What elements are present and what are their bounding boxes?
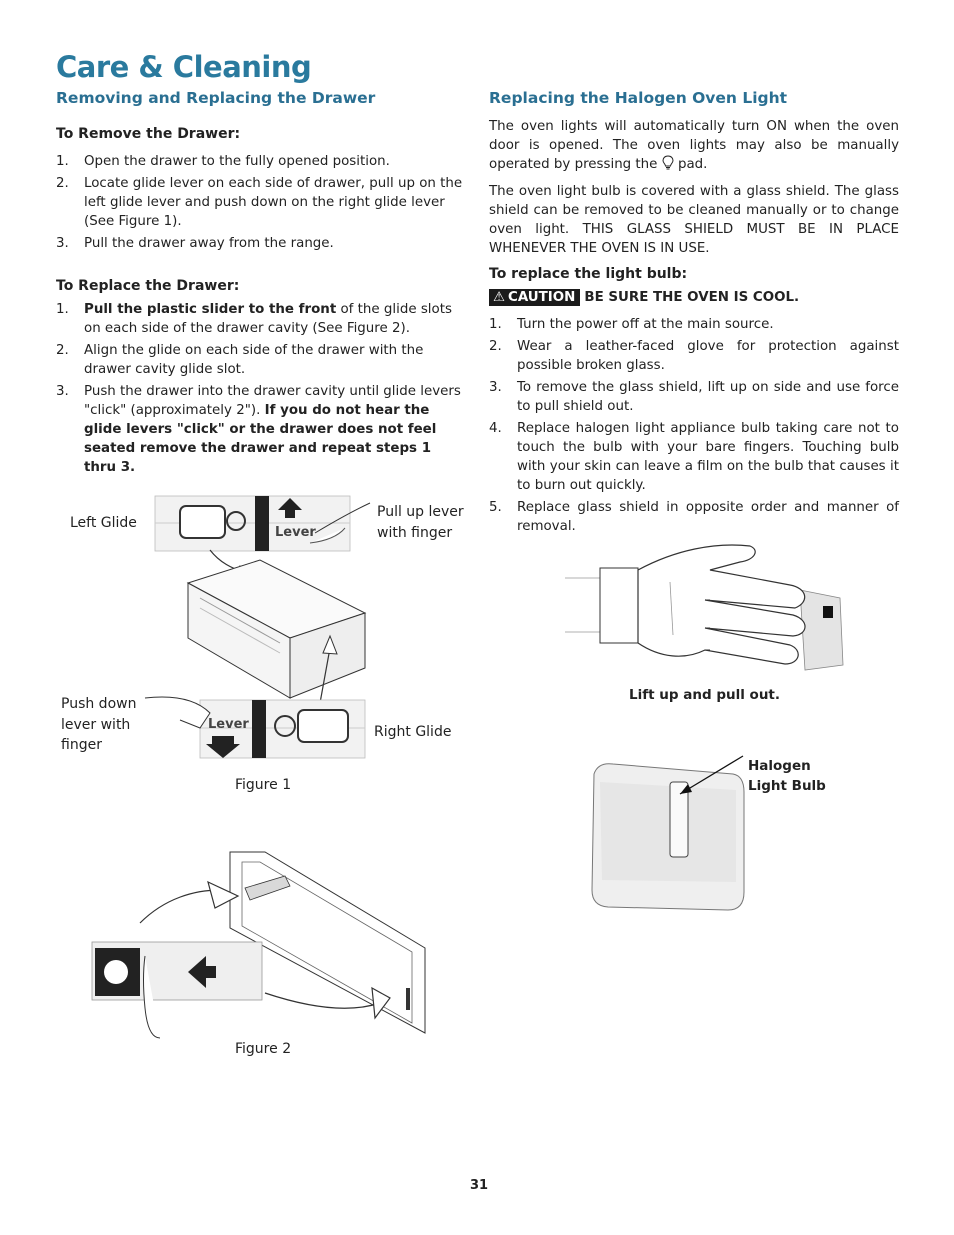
lightbulb-icon [662, 155, 674, 176]
subheading-replace-bulb: To replace the light bulb: [489, 266, 688, 282]
list-item: 3.Pull the drawer away from the range. [56, 236, 334, 251]
glass-shield [799, 589, 844, 671]
right-glide-rail: Lever [144, 696, 366, 759]
halogen-bulb-label: Halogen Light Bulb [748, 758, 826, 794]
section-title-halogen: Replacing the Halogen Oven Light [489, 89, 788, 107]
halogen-intro-paragraph: The oven lights will automatically turn … [489, 117, 899, 176]
bulb-housing [591, 763, 745, 911]
glove-icon [599, 544, 806, 665]
halogen-bulb [669, 781, 689, 858]
oven-cavity [229, 851, 426, 1034]
list-item: 1.Open the drawer to the fully opened po… [56, 154, 390, 169]
list-item: 1.Pull the plastic slider to the front o… [56, 302, 452, 336]
caution-badge: ⚠CAUTION [489, 289, 581, 306]
page-number: 31 [470, 1178, 489, 1193]
lever-label-top: Lever [275, 525, 316, 540]
glide-slot-rail [91, 941, 263, 1001]
pull-up-callout: Pull up lever with finger [377, 504, 464, 541]
halogen-bulb-illustration [591, 755, 745, 911]
list-item: 3.To remove the glass shield, lift up on… [489, 380, 899, 414]
glove-lifting-shield-illustration [565, 544, 844, 671]
figure-1-caption: Figure 1 [235, 777, 292, 793]
section-title-drawer: Removing and Replacing the Drawer [56, 89, 376, 107]
left-glide-rail: Lever [154, 495, 371, 552]
list-item: 4.Replace halogen light appliance bulb t… [489, 421, 899, 493]
glove-caption: Lift up and pull out. [629, 687, 781, 703]
push-down-callout: Push down lever with finger [61, 696, 137, 753]
drawer [186, 559, 367, 699]
replace-drawer-steps: 1.Pull the plastic slider to the front o… [56, 300, 466, 480]
list-item: 3.Push the drawer into the drawer cavity… [56, 384, 461, 475]
list-item: 2.Align the glide on each side of the dr… [56, 343, 424, 377]
replace-bulb-steps: 1.Turn the power off at the main source.… [489, 315, 899, 539]
list-item: 1.Turn the power off at the main source. [489, 317, 774, 332]
remove-drawer-steps: 1.Open the drawer to the fully opened po… [56, 152, 466, 256]
left-glide-label: Left Glide [70, 515, 137, 531]
lever-label-bottom: Lever [208, 717, 249, 732]
right-glide-label: Right Glide [374, 724, 452, 740]
figure-2-glide-slot-illustration [91, 851, 426, 1039]
warning-triangle-icon: ⚠ [493, 290, 506, 305]
subheading-replace-drawer: To Replace the Drawer: [56, 278, 240, 294]
list-item: 5.Replace glass shield in opposite order… [489, 500, 899, 534]
subheading-remove-drawer: To Remove the Drawer: [56, 126, 241, 142]
glass-shield-paragraph: The oven light bulb is covered with a gl… [489, 184, 899, 256]
page-title: Care & Cleaning [56, 50, 312, 84]
list-item: 2.Wear a leather-faced glove for protect… [489, 339, 899, 373]
figure-1-drawer-illustration: Lever Lever [144, 495, 371, 759]
list-item: 2.Locate glide lever on each side of dra… [56, 176, 463, 229]
figure-2-caption: Figure 2 [235, 1041, 292, 1057]
